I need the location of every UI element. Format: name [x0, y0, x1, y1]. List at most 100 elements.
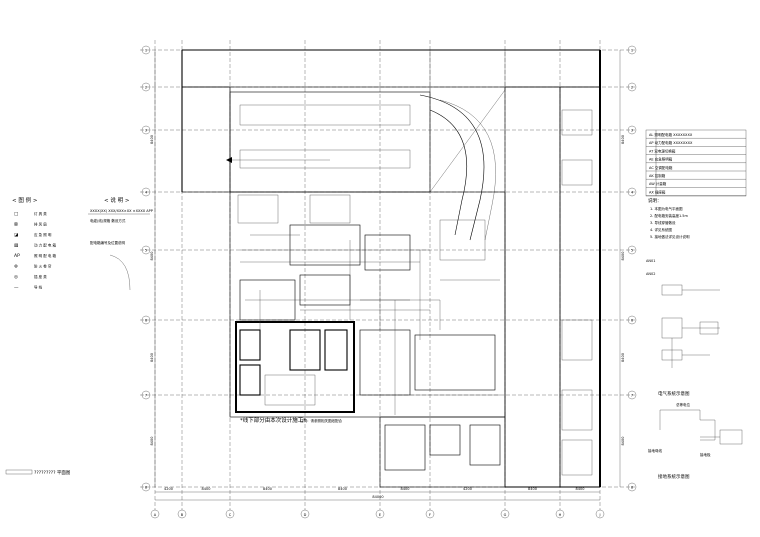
- grid-row-label-left: 8: [145, 486, 147, 490]
- grid-col-label: F: [429, 513, 431, 517]
- dim-left-label: 8400: [150, 353, 154, 362]
- core-lift-2: [239, 364, 261, 396]
- grid-col-label: E: [379, 513, 381, 517]
- grid-row-bubble-right: [627, 245, 637, 255]
- grid-row-bubble-left: [141, 82, 151, 92]
- grid-row-bubble-right: [627, 315, 637, 325]
- dim-left-label: 8400: [150, 437, 154, 446]
- dim-left-label: 8400: [150, 252, 154, 261]
- equipment-room-a: [289, 224, 361, 266]
- grid-row-bubble-left: [141, 245, 151, 255]
- dim-left-label: 8400: [150, 135, 154, 144]
- machinery-zone: [229, 191, 506, 418]
- footer-caption: ????????? 平面图: [34, 470, 71, 476]
- table-row: AX 插座箱: [649, 189, 666, 194]
- core-lift-1: [239, 329, 261, 361]
- legend-symbol-icon: ◎: [14, 275, 18, 280]
- dim-right-label: 8400: [621, 353, 625, 362]
- core-stair: [289, 329, 321, 371]
- center-note-1: *线下部分由本次设计施工*: [240, 416, 306, 424]
- grid-col-label: C: [229, 513, 232, 517]
- grid-col-bubble: [150, 509, 160, 519]
- equipment-room-g: [439, 219, 486, 261]
- grid-col-bubble: [177, 509, 187, 519]
- grid-row-label-left: 6: [145, 319, 147, 323]
- hatched-top-strip: [181, 49, 601, 88]
- note-line: 1. 本图为电气平面图: [650, 206, 683, 211]
- right-room-1: [561, 109, 593, 136]
- core-shaft: [324, 329, 348, 371]
- dim-bottom-label: 4200: [164, 487, 173, 491]
- grid-row-label-right: 2: [631, 86, 633, 90]
- table-row: AE 应急照明箱: [649, 157, 673, 162]
- grid-row-bubble-left: [141, 45, 151, 55]
- grid-row-label-right: 1: [631, 49, 633, 53]
- grid-row-label-right: 7: [631, 394, 633, 398]
- table-row: AC 空调配电箱: [649, 165, 673, 170]
- legend-symbol-icon: —: [14, 286, 19, 291]
- grid-row-bubble-left: [141, 482, 151, 492]
- dim-bottom-label: 8400: [576, 487, 585, 491]
- notes-heading: 说明：: [648, 197, 662, 204]
- equipment-table: [645, 129, 747, 197]
- right-room-3: [561, 319, 593, 361]
- equipment-room-e: [359, 329, 411, 396]
- ramp-lane-top: [239, 104, 411, 126]
- grid-row-bubble-left: [141, 315, 151, 325]
- schematic-2: 总等电位 接地母线 接地极: [648, 402, 743, 457]
- dim-right-label: 8400: [621, 437, 625, 446]
- legend-symbol-icon: AP: [14, 253, 20, 259]
- legend-symbol-icon: ⊠: [14, 223, 18, 228]
- legend-label: 导 线: [34, 285, 43, 290]
- grid-col-label: B: [181, 513, 184, 517]
- detail-notes-line1: XXXX(XX) XXX/XXX×XX ×XXXX APP: [90, 209, 153, 213]
- grid-col-label: J: [598, 513, 600, 517]
- right-room-2: [561, 159, 593, 186]
- schematic-2-label-a: 总等电位: [676, 402, 690, 407]
- dim-bottom-label: 4200: [463, 487, 472, 491]
- grid-row-label-right: 8: [631, 486, 633, 490]
- table-row: AP 动力配电箱 XXXXXXXX: [649, 140, 693, 145]
- hatched-left-block: [181, 86, 231, 193]
- schematic-1-box-c: [699, 321, 719, 335]
- schematic-2-box: [719, 429, 743, 445]
- dim-bottom-label: 8400: [202, 487, 211, 491]
- bottom-block: [379, 416, 506, 488]
- footer: ????????? 平面图: [5, 469, 71, 476]
- side-tag-bottom: AN02: [646, 272, 655, 276]
- grid-col-bubble: [425, 509, 435, 519]
- grid-row-label-left: 3: [145, 129, 147, 133]
- detail-notes-line2: 电缆(线)规格 敷设方式: [90, 218, 126, 223]
- core-block: [235, 321, 355, 413]
- schematic-2-label-b: 接地母线: [648, 448, 662, 453]
- dim-bottom-label: 8400: [338, 487, 347, 491]
- grid-row-label-left: 2: [145, 86, 147, 90]
- grid-col-bubble: [225, 509, 235, 519]
- grid-row-bubble-left: [141, 125, 151, 135]
- ramp-lane-bottom: [239, 149, 411, 169]
- hatched-right-column: [504, 86, 561, 488]
- schematic-2-path: [659, 409, 716, 441]
- diagram1-caption: 电气系统示意图: [658, 390, 690, 397]
- legend-title: < 图 例 >: [12, 196, 38, 204]
- right-room-4: [561, 389, 593, 431]
- note-line: 4. 详见系统图: [650, 227, 672, 232]
- legend-label: 动 力 配 电 箱: [34, 243, 56, 248]
- dim-bottom-label: 8400: [263, 487, 272, 491]
- wiring: [240, 234, 500, 415]
- grid-row-label-right: 4: [631, 191, 634, 195]
- right-room-column: [559, 86, 601, 488]
- core-lobby: [264, 374, 316, 406]
- legend-label: 排 风 扇: [34, 222, 47, 227]
- schematic-2-label-c: 接地极: [700, 452, 711, 457]
- schematic-1: [661, 284, 720, 368]
- stair-block-a: [237, 194, 279, 224]
- detail-notes-title: < 说 明 >: [104, 196, 130, 204]
- building: *线下部分由本次设计施工* 注明：请参照相关图纸配合: [181, 49, 601, 488]
- note-line: 3. 导线穿管敷设: [650, 220, 676, 225]
- dim-total: 84000: [372, 495, 383, 499]
- ramp-curve-inner: [429, 109, 468, 236]
- ramp-area: [229, 91, 431, 193]
